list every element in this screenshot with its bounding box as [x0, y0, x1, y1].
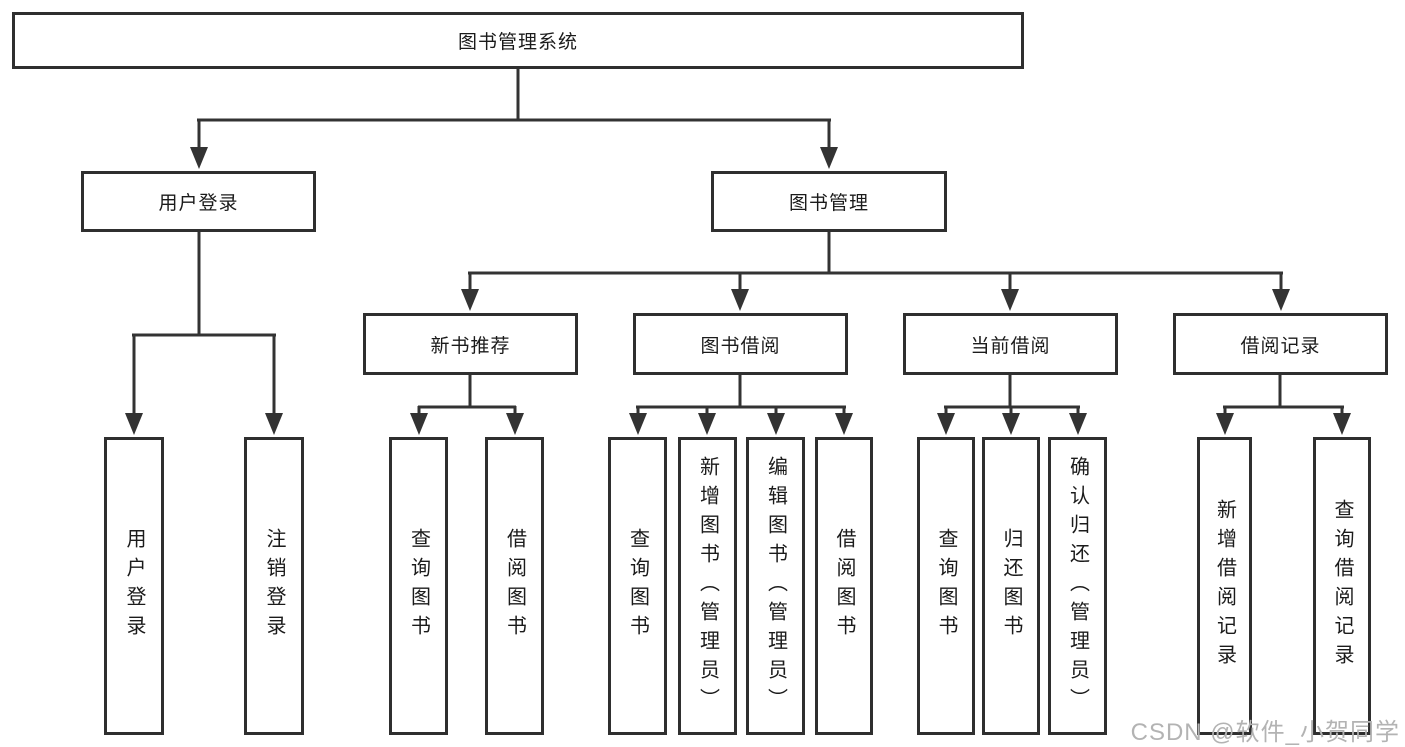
- node-label: 用户登录: [123, 528, 145, 644]
- leaf-borrowing-add-books-admin: 新增图书（管理员）: [678, 437, 737, 735]
- node-label: 归还图书: [1000, 528, 1022, 644]
- node-label: 新增借阅记录: [1213, 499, 1236, 673]
- leaf-records-add-record: 新增借阅记录: [1197, 437, 1252, 735]
- node-label: 编辑图书（管理员）: [764, 455, 787, 717]
- node-label: 查询借阅记录: [1331, 499, 1353, 673]
- node-book-borrowing: 图书借阅: [633, 313, 848, 375]
- node-borrowing-records: 借阅记录: [1173, 313, 1388, 375]
- node-label: 图书借阅: [700, 335, 781, 357]
- node-label: 新书推荐: [430, 335, 511, 357]
- node-label: 图书管理: [788, 193, 869, 214]
- leaf-logout-login: 注销登录: [244, 437, 304, 735]
- node-current-borrowing: 当前借阅: [903, 313, 1118, 375]
- leaf-current-return-books: 归还图书: [982, 437, 1040, 735]
- node-label: 确认归还（管理员）: [1066, 455, 1089, 717]
- node-label: 图书管理系统: [457, 32, 578, 53]
- leaf-recommend-query-books: 查询图书: [389, 437, 448, 735]
- leaf-borrowing-query-books: 查询图书: [608, 437, 667, 735]
- csdn-watermark: CSDN @软件_小贺同学: [1130, 719, 1400, 746]
- node-label: 当前借阅: [970, 335, 1051, 357]
- node-label: 借阅图书: [833, 528, 855, 644]
- node-label: 用户登录: [158, 193, 239, 214]
- node-label: 查询图书: [407, 528, 430, 644]
- leaf-current-query-books: 查询图书: [917, 437, 975, 735]
- leaf-borrowing-edit-books-admin: 编辑图书（管理员）: [746, 437, 805, 735]
- node-label: 新增图书（管理员）: [696, 455, 719, 717]
- node-label: 查询图书: [626, 528, 649, 644]
- leaf-records-query-record: 查询借阅记录: [1313, 437, 1371, 735]
- leaf-current-confirm-return-admin: 确认归还（管理员）: [1048, 437, 1107, 735]
- node-label: 查询图书: [935, 528, 957, 644]
- node-library-management-system: 图书管理系统: [12, 12, 1024, 69]
- node-new-book-recommendation: 新书推荐: [363, 313, 578, 375]
- leaf-user-login: 用户登录: [104, 437, 164, 735]
- leaf-borrowing-borrow-books: 借阅图书: [815, 437, 873, 735]
- node-label: 借阅记录: [1240, 335, 1321, 357]
- node-book-management: 图书管理: [711, 171, 947, 232]
- node-label: 借阅图书: [503, 528, 526, 644]
- node-label: 注销登录: [263, 528, 285, 644]
- node-user-login: 用户登录: [81, 171, 316, 232]
- leaf-recommend-borrow-books: 借阅图书: [485, 437, 544, 735]
